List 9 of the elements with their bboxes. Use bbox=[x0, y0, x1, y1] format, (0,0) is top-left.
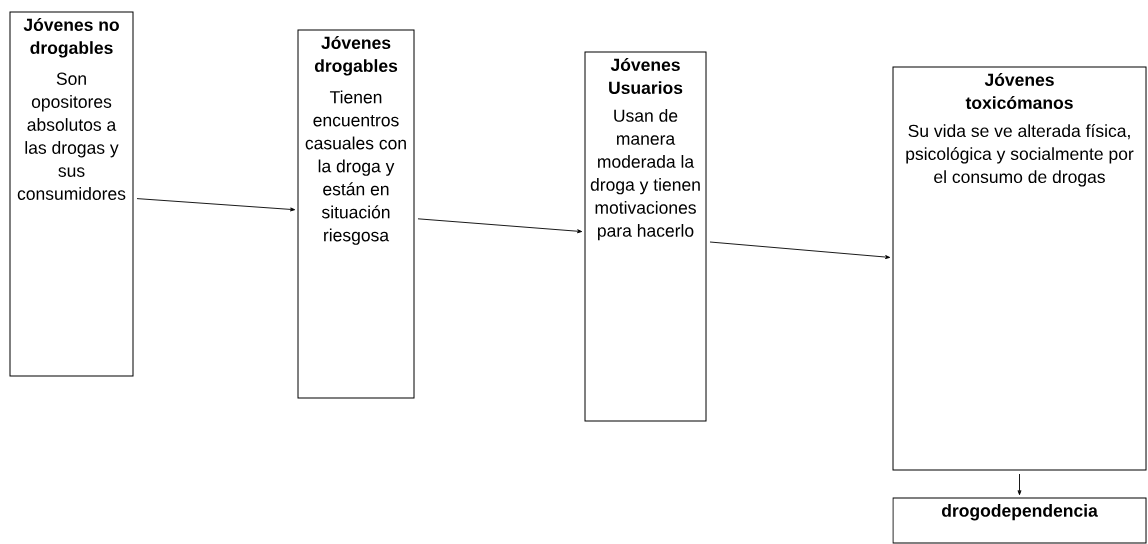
text-box: Jóvenes toxicómanos Su vida se ve alterada física, psicológica y socialmente por el consumo de drogas bbox=[892, 66, 1147, 471]
text-box: drogodependencia bbox=[892, 497, 1147, 544]
arrow bbox=[1017, 473, 1022, 496]
arrow bbox=[136, 198, 296, 212]
text-box: Jóvenes Usuarios Usan de manera moderada la droga y tienen motivaciones para hacerlo bbox=[584, 51, 707, 422]
arrow bbox=[417, 218, 583, 234]
arrow bbox=[709, 241, 891, 259]
text-box: Jóvenes no drogables Son opositores absolutos a las drogas y sus consumidores bbox=[9, 11, 134, 377]
text-box: Jóvenes drogables Tienen encuentros casuales con la droga y están en situación riesgosa bbox=[297, 29, 415, 399]
